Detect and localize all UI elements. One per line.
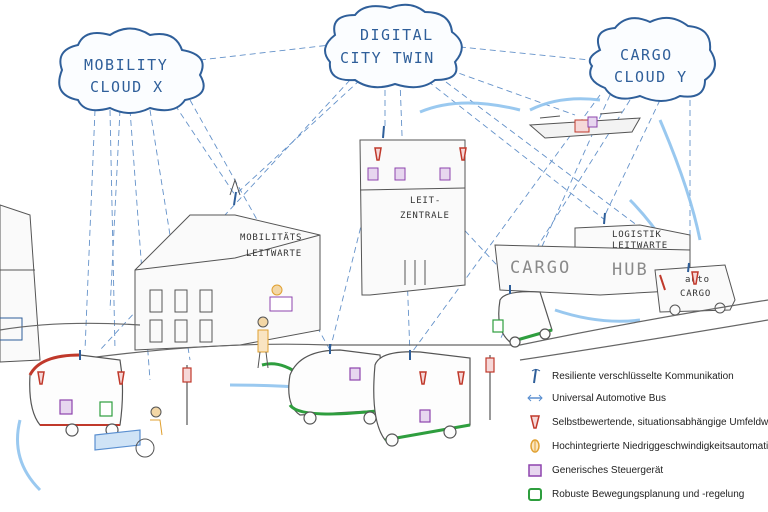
cargo-pod [492,291,553,348]
bus-arrow-icon [527,394,543,402]
legend-row-sensor: Selbstbewertende, situationsabhängige Um… [526,412,768,432]
cargo-cloud-line1: CARGO [620,46,673,64]
legend-label: Hochintegrierte Niedriggeschwindigkeitsa… [552,440,768,452]
left-building [0,204,41,363]
legend-label: Selbstbewertende, situationsabhängige Um… [552,416,768,428]
digital-city-twin-line1: DIGITAL [360,26,434,44]
mobility-control-building: MOBILITÄTS LEITWARTE [134,178,321,351]
traffic-lights [182,355,495,425]
legend: Resiliente verschlüsselte Kommunikation … [526,366,768,512]
antennas [79,125,690,360]
mobility-cloud-line2: CLOUD X [90,78,164,96]
legend-label: Robuste Bewegungsplanung und -regelung [552,488,745,500]
digital-city-twin-line2: CITY TWIN [340,49,435,67]
control-tower-line2: ZENTRALE [400,211,450,221]
mobility-control-line1: MOBILITÄTS [240,232,302,243]
legend-label: Universal Automotive Bus [552,392,666,404]
control-tower-line1: LEIT- [410,196,441,206]
legend-row-communication: Resiliente verschlüsselte Kommunikation [526,366,768,386]
cargo-drone [528,111,641,139]
antenna-icon [531,368,541,384]
cargo-cloud: CARGO CLOUD Y [588,16,716,102]
legend-row-ecu: Generisches Steuergerät [526,460,768,480]
digital-city-twin-cloud: DIGITAL CITY TWIN [324,3,463,89]
cargo-hub-line2: HUB [612,260,649,280]
legend-label: Resiliente verschlüsselte Kommunikation [552,370,734,382]
cargo-cloud-line2: CLOUD Y [614,68,688,86]
green-shuttle-1 [288,349,386,425]
legend-row-motion: Robuste Bewegungsplanung und -regelung [526,484,768,504]
pedestrian [257,316,269,369]
control-tower: LEIT- ZENTRALE [359,139,466,296]
cargo-hub-building: LOGISTIK LEITWARTE CARGO HUB [494,224,691,296]
legend-label: Generisches Steuergerät [552,464,664,476]
road [0,299,768,366]
sensor-icon [530,415,540,429]
green-shuttle-2 [373,351,471,447]
automation-icon [530,439,540,453]
ecu-icon [528,464,542,477]
sensor-markers [37,147,699,385]
cargo-hub-line1: CARGO [510,258,571,278]
mobility-control-line2: LEITWARTE [246,249,302,259]
legend-row-bus: Universal Automotive Bus [526,388,768,408]
logistics-control-line1: LOGISTIK [612,230,662,240]
mobility-cloud: MOBILITY CLOUD X [58,27,205,114]
left-shuttle [28,353,141,451]
legend-row-automation: Hochintegrierte Niedriggeschwindigkeitsa… [526,436,768,456]
auto-cargo-line2: CARGO [680,289,711,299]
logistics-control-line2: LEITWARTE [612,241,668,251]
mobility-cloud-line1: MOBILITY [84,56,168,74]
wheelchair-user [135,406,163,458]
motion-icon [528,488,542,501]
